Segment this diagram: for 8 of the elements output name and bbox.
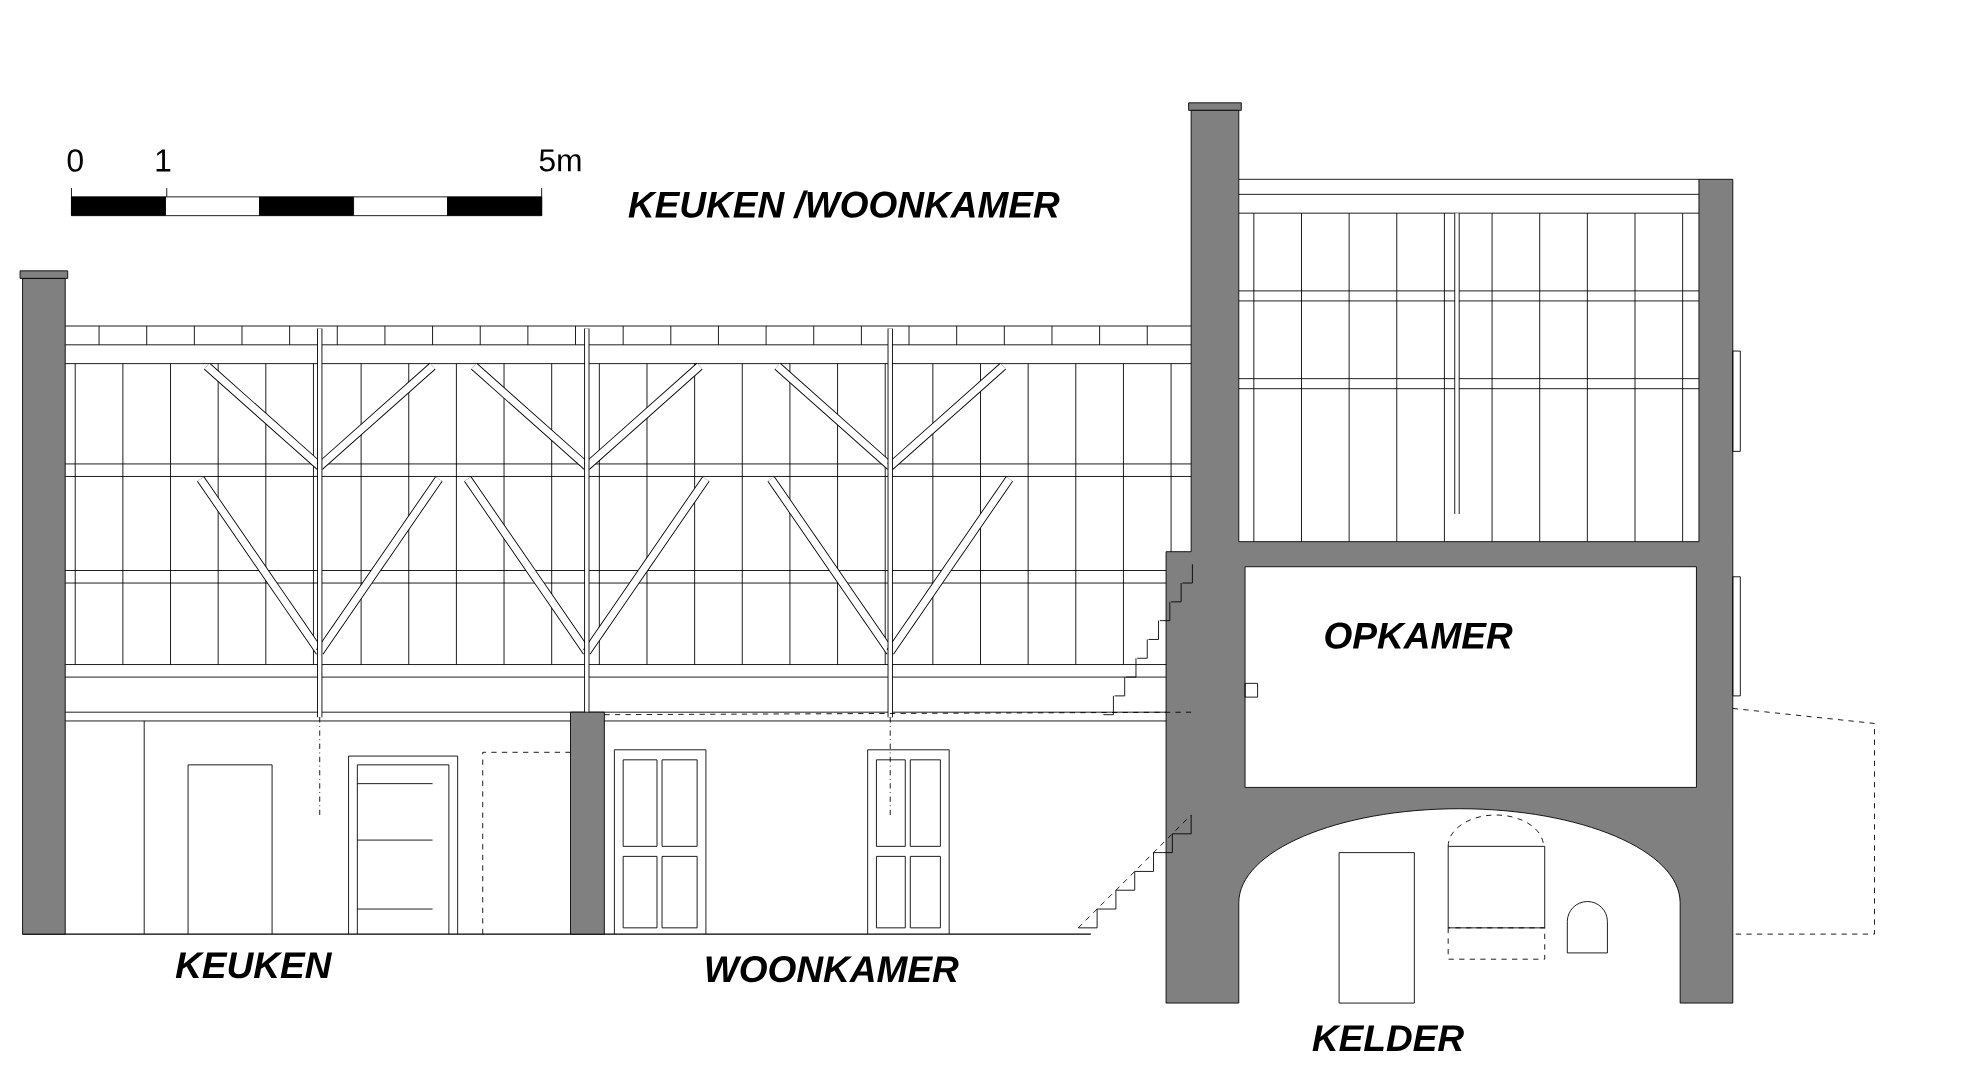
scale-number: 5m	[539, 149, 581, 172]
room-label: WOONKAMER	[706, 956, 959, 983]
scale-number: 1	[156, 149, 171, 172]
room-label: OPKAMER	[1325, 622, 1513, 650]
room-label: KEUKEN	[175, 952, 333, 979]
room-label: KEUKEN /WOONKAMER	[628, 190, 1060, 219]
room-label: KELDER	[1312, 1025, 1464, 1052]
scale-number: 0	[67, 149, 83, 172]
